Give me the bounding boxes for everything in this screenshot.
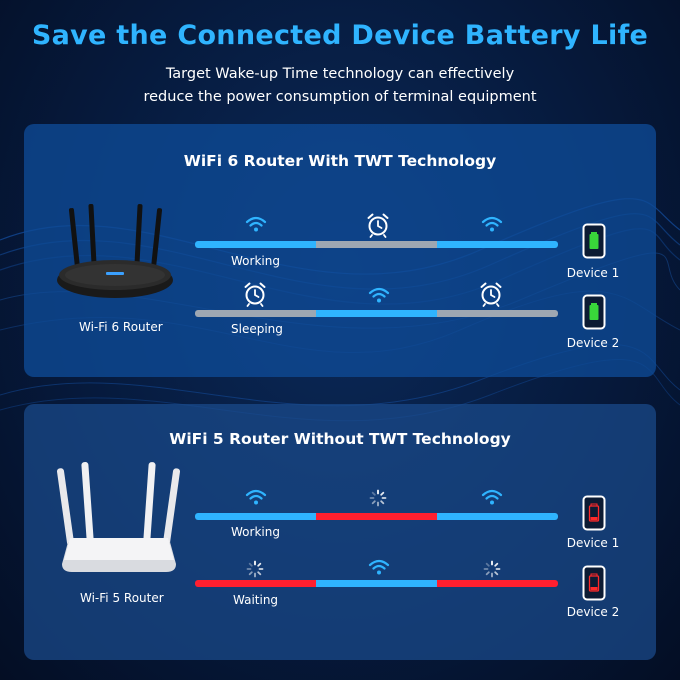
wifi5-row2-state-label: Waiting [233, 593, 279, 607]
alarm-clock-icon [367, 213, 389, 238]
alarm-clock-icon [480, 282, 502, 307]
wifi5-router-image [56, 462, 181, 572]
wifi5-router-label: Wi-Fi 5 Router [80, 591, 164, 605]
phone-icon [582, 223, 606, 259]
wifi5-device1-label: Device 1 [566, 536, 620, 550]
timeline-segment-active [316, 310, 437, 317]
wifi6-device1-label: Device 1 [566, 266, 620, 280]
timeline-segment-sleep [195, 310, 316, 317]
timeline-segment-sleep [437, 310, 558, 317]
wifi-icon [368, 287, 390, 303]
timeline-segment-active [195, 513, 316, 520]
wifi-icon [245, 216, 267, 232]
wifi5-row1-state-label: Working [231, 525, 280, 539]
timeline-segment-active [195, 241, 316, 248]
page-title: Save the Connected Device Battery Life [31, 20, 649, 51]
subtitle-line-2: reduce the power consumption of terminal… [143, 89, 537, 105]
wifi5-panel: WiFi 5 Router Without TWT Technology Wi-… [24, 404, 656, 660]
loading-spinner-icon [246, 560, 264, 578]
phone-icon [582, 294, 606, 330]
wifi-icon [368, 559, 390, 575]
phone-icon [582, 565, 606, 601]
wifi-icon [481, 489, 503, 505]
wifi6-device2-timeline [195, 310, 558, 317]
wifi5-device2-timeline [195, 580, 558, 587]
alarm-clock-icon [244, 282, 266, 307]
wifi-icon [481, 216, 503, 232]
wifi6-panel-title: WiFi 6 Router With TWT Technology [183, 152, 497, 170]
timeline-segment-waiting [195, 580, 316, 587]
wifi6-row2-state-label: Sleeping [231, 322, 283, 336]
wifi-icon [245, 489, 267, 505]
phone-icon [582, 495, 606, 531]
timeline-segment-active [437, 513, 558, 520]
wifi6-row1-state-label: Working [231, 254, 280, 268]
wifi5-device2-label: Device 2 [566, 605, 620, 619]
timeline-segment-waiting [316, 513, 437, 520]
wifi6-router-image [57, 204, 173, 298]
timeline-segment-sleep [316, 241, 437, 248]
timeline-segment-waiting [437, 580, 558, 587]
wifi6-device2-label: Device 2 [566, 336, 620, 350]
loading-spinner-icon [483, 560, 501, 578]
timeline-segment-active [316, 580, 437, 587]
wifi6-router-label: Wi-Fi 6 Router [79, 320, 163, 334]
subtitle-line-1: Target Wake-up Time technology can effec… [165, 66, 515, 82]
timeline-segment-active [437, 241, 558, 248]
loading-spinner-icon [369, 489, 387, 507]
wifi6-device1-timeline [195, 241, 558, 248]
wifi5-device1-timeline [195, 513, 558, 520]
wifi6-panel: WiFi 6 Router With TWT Technology Wi-Fi … [24, 124, 656, 377]
wifi5-panel-title: WiFi 5 Router Without TWT Technology [169, 430, 511, 448]
